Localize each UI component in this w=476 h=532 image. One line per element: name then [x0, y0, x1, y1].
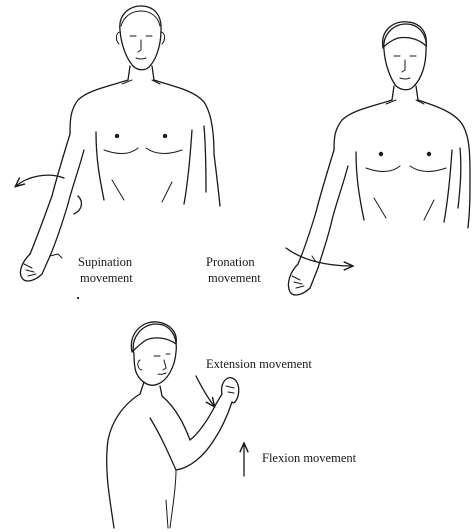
supination-figure: Supination movement [16, 6, 220, 299]
pronation-label-line1: Pronation [206, 255, 255, 269]
pronation-figure: Pronation movement [206, 22, 470, 295]
flexion-label: Flexion movement [262, 451, 357, 465]
extension-label: Extension movement [206, 357, 312, 371]
supination-label-line2: movement [80, 271, 133, 285]
supination-label-line1: Supination [78, 255, 133, 269]
stray-mark [77, 297, 79, 299]
flexion-extension-figure: Extension movement Flexion movement [107, 322, 357, 528]
pronation-label-line2: movement [208, 271, 261, 285]
